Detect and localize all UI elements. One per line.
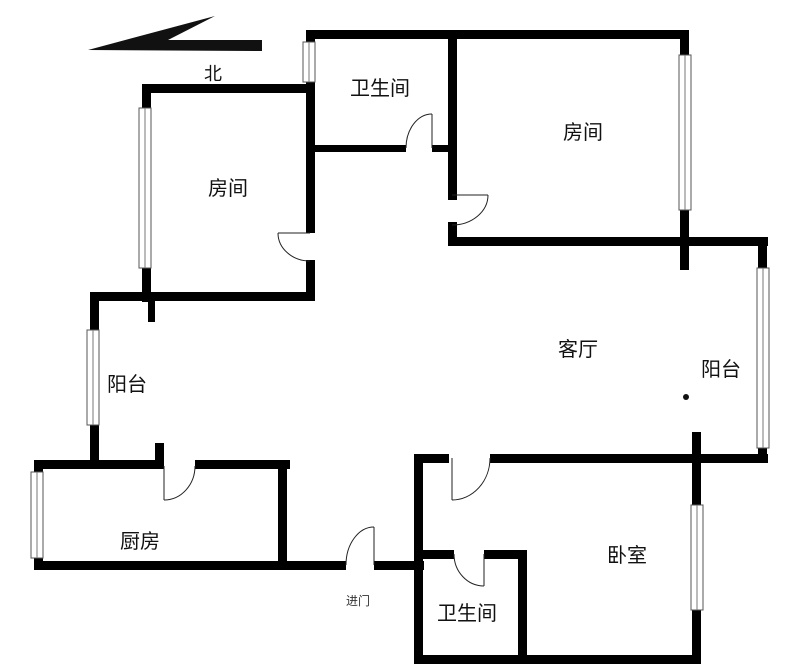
wall	[34, 460, 164, 469]
north-label: 北	[204, 64, 222, 85]
window	[138, 107, 152, 269]
wall	[278, 460, 287, 570]
doors	[163, 113, 491, 587]
entrance-label: 进门	[346, 593, 370, 608]
door	[451, 457, 491, 501]
north-arrow-icon	[88, 16, 262, 51]
wall	[448, 222, 457, 244]
wall	[448, 30, 457, 200]
north-arrow: 北	[88, 16, 262, 85]
window	[756, 267, 770, 449]
wall	[374, 561, 424, 570]
wall	[432, 145, 452, 152]
door	[163, 465, 196, 501]
wall	[90, 292, 315, 301]
wall	[142, 84, 312, 93]
windows	[30, 41, 770, 611]
wall	[680, 232, 687, 270]
room-label-balcony-east: 阳台	[701, 357, 741, 381]
wall	[414, 550, 454, 559]
wall	[306, 93, 315, 233]
room-labels: 卫生间 房间 房间 客厅 阳台 阳台 厨房 卧室 卫生间	[107, 76, 741, 625]
door	[277, 232, 311, 262]
window	[86, 329, 100, 426]
wall	[306, 145, 406, 152]
room-label-kitchen: 厨房	[120, 529, 160, 553]
window	[678, 54, 692, 211]
wall	[414, 655, 701, 664]
wall	[694, 432, 701, 462]
wall	[34, 561, 346, 570]
wall	[148, 300, 155, 322]
room-label-bathroom-top: 卫生间	[350, 76, 410, 100]
door	[451, 194, 489, 226]
room-label-master-bedroom: 卧室	[607, 543, 647, 567]
room-label-bathroom-bottom: 卫生间	[437, 601, 497, 625]
wall	[155, 443, 164, 469]
wall	[490, 454, 768, 463]
room-label-living-room: 客厅	[558, 337, 598, 361]
wall	[195, 460, 290, 469]
room-label-bedroom-ne: 房间	[563, 120, 603, 144]
wall	[518, 550, 527, 664]
window	[30, 471, 44, 559]
fixture-dot	[683, 394, 689, 400]
wall	[448, 237, 768, 246]
door	[405, 113, 433, 149]
door	[345, 526, 375, 566]
wall	[414, 454, 449, 463]
room-label-balcony-west: 阳台	[107, 372, 147, 396]
wall	[306, 30, 688, 39]
room-label-bedroom-nw: 房间	[208, 176, 248, 200]
wall	[484, 550, 526, 559]
wall	[306, 260, 315, 300]
window	[690, 504, 704, 611]
door	[453, 553, 485, 587]
window	[302, 41, 316, 83]
